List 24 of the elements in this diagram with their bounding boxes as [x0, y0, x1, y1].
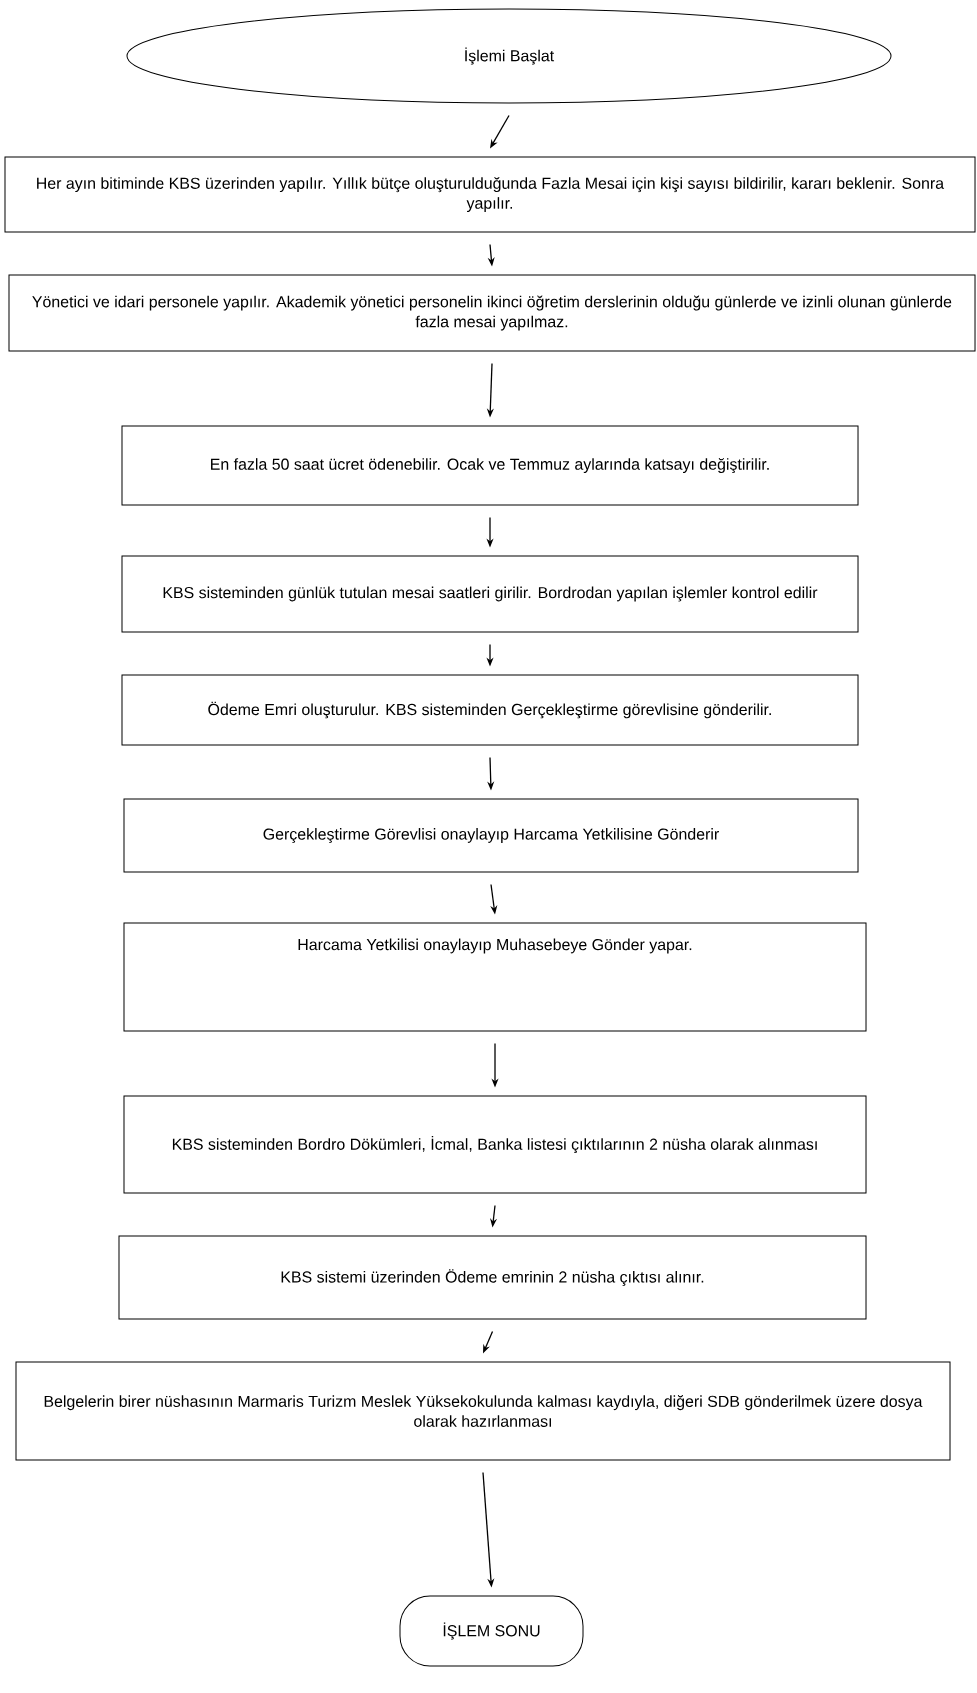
step-text: Ödeme Emri oluşturulur. KBS sisteminden Gerçekleştirme görevlisine gönderilir.	[208, 701, 771, 719]
step-text: Her ayın bitiminde KBS üzerinden yapılır. Yıllık bütçe oluşturulduğunda Fazla Mesai için kişi sayısı bildirilir, kararı beklenir. Sonra yapılır.	[37, 177, 945, 212]
process-box	[8, 274, 976, 352]
step-text: Gerçekleştirme Görevlisi onaylayıp Harcama Yetkilisine Gönderir	[263, 828, 719, 843]
process-box	[15, 1361, 951, 1461]
step-text: KBS sistemi üzerinden Ödeme emrinin 2 nüsha çıktısı alınır.	[281, 1269, 704, 1286]
process-box	[123, 1095, 867, 1194]
step-text: İŞLEM SONU	[443, 1622, 540, 1640]
process-box	[4, 156, 976, 233]
step-text: KBS sisteminden günlük tutulan mesai saatleri girilir. Bordrodan yapılan işlemler kontrol edilir	[163, 586, 818, 602]
process-box	[121, 555, 859, 633]
step-text: İşlemi Başlat	[465, 47, 555, 65]
step-text: Yönetici ve idari personele yapılır. Akademik yönetici personelin ikinci öğretim derslerinin olduğu günlerde ve izinli olunan günlerde fazla mesai yapılmaz.	[32, 295, 952, 331]
start-terminal	[126, 8, 892, 104]
step-text: En fazla 50 saat ücret ödenebilir. Ocak ve Temmuz aylarında katsayı değiştirilir.	[211, 457, 769, 474]
step-text: Harcama Yetkilisi onaylayıp Muhasebeye Gönder yapar.	[298, 938, 692, 954]
step-text: Belgelerin birer nüshasının Marmaris Turizm Meslek Yüksekokulunda kalması kaydıyla, diğeri SDB gönderilmek üzere dosya olarak hazırlanması	[44, 1395, 923, 1427]
process-box	[123, 922, 867, 1032]
process-box	[123, 798, 859, 873]
step-text: KBS sisteminden Bordro Dökümleri, İcmal, Banka listesi çıktılarının 2 nüsha olarak alınması	[172, 1135, 817, 1154]
process-box	[121, 674, 859, 746]
end-terminal	[399, 1595, 584, 1667]
process-box	[121, 425, 859, 506]
process-box	[118, 1235, 867, 1320]
